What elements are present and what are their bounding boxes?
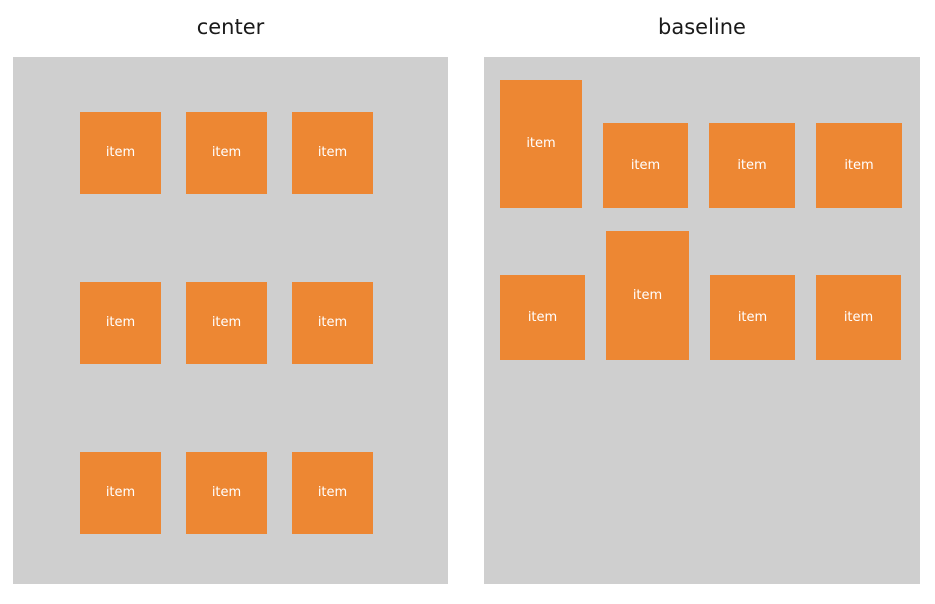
flex-item[interactable]: item <box>186 112 267 194</box>
flex-item-label: item <box>630 158 661 173</box>
flex-item[interactable]: item <box>186 452 267 534</box>
flex-item-label: item <box>105 145 136 160</box>
flex-item[interactable]: item <box>816 275 901 360</box>
panel-body-center: item item item item item item item <box>13 57 448 584</box>
flex-item-label: item <box>632 288 663 303</box>
flex-item[interactable]: item <box>292 112 373 194</box>
panel-title-baseline: baseline <box>658 15 746 39</box>
flex-item-label: item <box>211 315 242 330</box>
flex-item[interactable]: item <box>606 231 689 360</box>
flex-item[interactable]: item <box>292 282 373 364</box>
panel-title-center: center <box>196 15 265 39</box>
flex-item[interactable]: item <box>709 123 795 208</box>
panel-center-row: item item item <box>13 408 448 578</box>
flex-item[interactable]: item <box>186 282 267 364</box>
panel-center-row: item item item <box>13 68 448 238</box>
panel-baseline-row: item item item item <box>484 80 920 230</box>
flex-item-label: item <box>527 310 558 325</box>
flex-item[interactable]: item <box>80 112 161 194</box>
flex-item[interactable]: item <box>292 452 373 534</box>
flex-item[interactable]: item <box>500 80 582 208</box>
flex-item[interactable]: item <box>710 275 795 360</box>
flex-item-label: item <box>105 315 136 330</box>
flex-item-label: item <box>843 310 874 325</box>
flex-item-label: item <box>105 485 136 500</box>
flex-item-label: item <box>844 158 874 173</box>
flex-item[interactable]: item <box>500 275 585 360</box>
flex-item[interactable]: item <box>80 452 161 534</box>
panel-baseline-row: item item item item <box>484 231 920 381</box>
flex-item-label: item <box>317 315 348 330</box>
flex-item[interactable]: item <box>80 282 161 364</box>
flex-item-label: item <box>211 145 242 160</box>
flex-item-label: item <box>317 145 348 160</box>
flex-item[interactable]: item <box>603 123 688 208</box>
flex-item-label: item <box>317 485 348 500</box>
flex-item-label: item <box>737 158 767 173</box>
flex-item[interactable]: item <box>816 123 902 208</box>
panel-body-baseline: item item item item item item item <box>484 57 920 584</box>
panel-center-row: item item item <box>13 238 448 408</box>
flex-item-label: item <box>211 485 242 500</box>
flex-item-label: item <box>737 310 768 325</box>
flex-item-label: item <box>526 136 556 151</box>
